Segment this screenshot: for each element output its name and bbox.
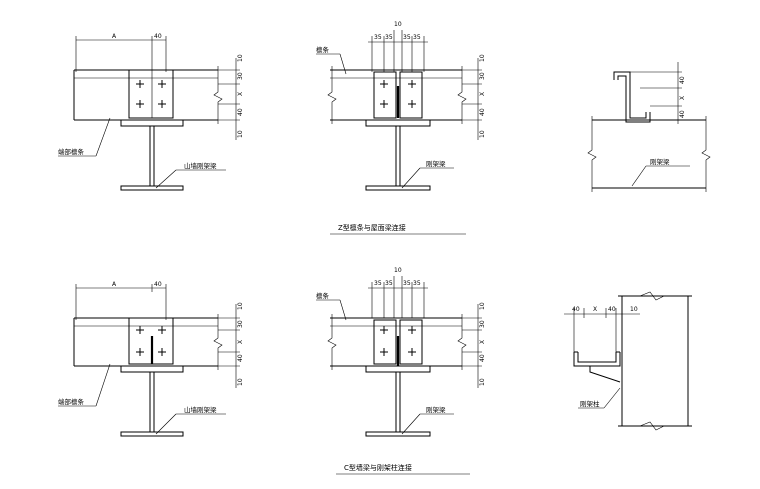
dim-40-e: 40 <box>679 110 686 118</box>
dim-40-j: 40 <box>608 306 616 313</box>
dim-40-b: 40 <box>237 108 244 116</box>
detail-z-purlin-lap: 10 35 35 35 35 10 <box>316 21 486 235</box>
detail-end-purlin-bottom: A 40 10 30 X 40 10 端部檩条 山墙刚架梁 <box>58 281 244 437</box>
dim-x: X <box>237 92 244 96</box>
caption-z-section: Z型檩条与屋面梁连接 <box>338 223 406 232</box>
dim-x-d: X <box>237 340 244 344</box>
dim-10-c: 10 <box>479 54 486 62</box>
label-frame-column: 刚架柱 <box>580 399 600 408</box>
dim-10-g: 10 <box>479 302 486 310</box>
dim-a-b: A <box>112 281 117 288</box>
dim-40-f: 40 <box>154 281 162 288</box>
dim-x-b: X <box>479 92 486 96</box>
dim-35-e: 35 <box>374 280 382 287</box>
label-gable-beam-b: 山墙刚架梁 <box>184 405 217 414</box>
dim-10-f: 10 <box>237 378 244 386</box>
dim-40-c: 40 <box>479 108 486 116</box>
label-end-purlin: 端部檩条 <box>58 147 85 156</box>
caption-c-section: C型墙梁与刚架柱连接 <box>344 463 412 472</box>
dim-30-d: 30 <box>479 320 486 328</box>
dim-35-h: 35 <box>413 280 421 287</box>
dim-40: 40 <box>154 33 162 40</box>
dim-x-c: X <box>679 96 686 100</box>
dim-40-i: 40 <box>572 306 580 313</box>
dim-10-top-b: 10 <box>394 267 402 274</box>
dim-x-e: X <box>479 340 486 344</box>
dim-40-g: 40 <box>237 354 244 362</box>
label-gable-beam: 山墙刚架梁 <box>184 161 217 170</box>
dim-30-b: 30 <box>479 72 486 80</box>
label-frame-beam-c: 刚架梁 <box>426 405 446 414</box>
label-end-purlin-b: 端部檩条 <box>58 397 85 406</box>
detail-c-girt-lap: 10 35 35 35 35 10 30 X 40 <box>316 267 486 475</box>
dim-10-i: 10 <box>630 306 638 313</box>
label-purlin-b: 檩条 <box>316 291 330 300</box>
dim-10-a: 10 <box>237 54 244 62</box>
dim-35-d: 35 <box>413 34 421 41</box>
dim-a: A <box>112 33 117 40</box>
dim-10-e: 10 <box>237 302 244 310</box>
dim-30-c: 30 <box>237 320 244 328</box>
dim-40-d: 40 <box>679 76 686 84</box>
detail-end-purlin-top: A 40 10 30 X 40 10 端部檩条 <box>58 33 244 191</box>
dim-35-g: 35 <box>403 280 411 287</box>
detail-c-girt-column: 40 X 40 10 刚架柱 <box>564 291 692 431</box>
dim-35-c: 35 <box>403 34 411 41</box>
dim-35-b: 35 <box>385 34 393 41</box>
dim-35-f: 35 <box>385 280 393 287</box>
dim-35-a: 35 <box>374 34 382 41</box>
dim-10-top: 10 <box>394 21 402 28</box>
dim-10-d: 10 <box>479 130 486 138</box>
dim-40-h: 40 <box>479 354 486 362</box>
label-purlin-a: 檩条 <box>316 45 330 54</box>
label-frame-beam-b: 刚架梁 <box>650 157 670 166</box>
detail-z-section: 40 X 40 刚架梁 <box>587 62 711 192</box>
dim-10-h: 10 <box>479 378 486 386</box>
dim-10-b: 10 <box>237 130 244 138</box>
label-frame-beam-a: 刚架梁 <box>426 159 446 168</box>
dim-30: 30 <box>237 72 244 80</box>
dim-x-f: X <box>593 306 597 313</box>
